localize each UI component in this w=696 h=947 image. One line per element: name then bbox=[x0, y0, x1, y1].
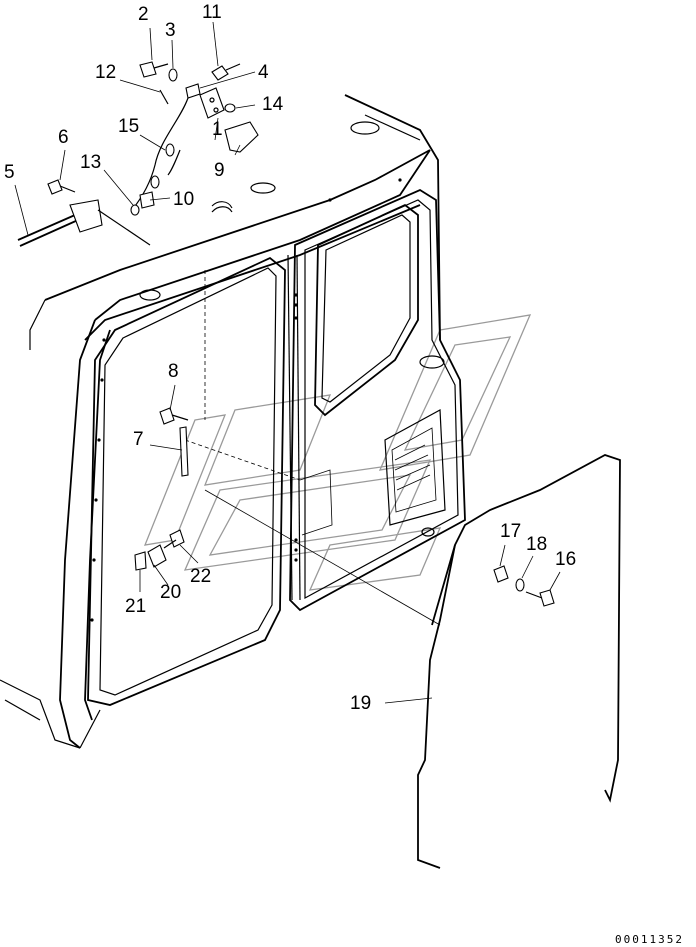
callout-5: 5 bbox=[4, 162, 15, 183]
callout-18: 18 bbox=[526, 534, 547, 555]
callout-21: 21 bbox=[125, 596, 146, 617]
door-seal-lower bbox=[417, 544, 456, 869]
watermark-logo bbox=[143, 314, 532, 591]
callout-6: 6 bbox=[58, 127, 69, 148]
callout-1: 1 bbox=[212, 119, 223, 140]
callouts: 2 3 11 12 4 14 6 15 1 5 13 9 10 8 7 17 1… bbox=[4, 2, 576, 714]
callout-8: 8 bbox=[168, 361, 179, 382]
hardware-parts bbox=[17, 61, 555, 607]
leader-lines bbox=[14, 21, 561, 704]
callout-9: 9 bbox=[214, 160, 225, 181]
callout-15: 15 bbox=[118, 116, 139, 137]
callout-19: 19 bbox=[350, 693, 371, 714]
callout-3: 3 bbox=[165, 20, 176, 41]
callout-7: 7 bbox=[133, 429, 144, 450]
callout-17: 17 bbox=[500, 521, 521, 542]
callout-22: 22 bbox=[190, 566, 211, 587]
callout-12: 12 bbox=[95, 62, 116, 83]
callout-14: 14 bbox=[262, 94, 284, 115]
callout-20: 20 bbox=[160, 582, 181, 603]
callout-11: 11 bbox=[202, 2, 222, 23]
callout-2: 2 bbox=[138, 4, 149, 25]
callout-4: 4 bbox=[258, 62, 269, 83]
callout-13: 13 bbox=[80, 152, 101, 173]
callout-16: 16 bbox=[555, 549, 576, 570]
door-seal bbox=[431, 454, 621, 803]
callout-10: 10 bbox=[173, 189, 194, 210]
cab-frame bbox=[0, 94, 466, 749]
document-number: 00011352 bbox=[615, 933, 684, 946]
